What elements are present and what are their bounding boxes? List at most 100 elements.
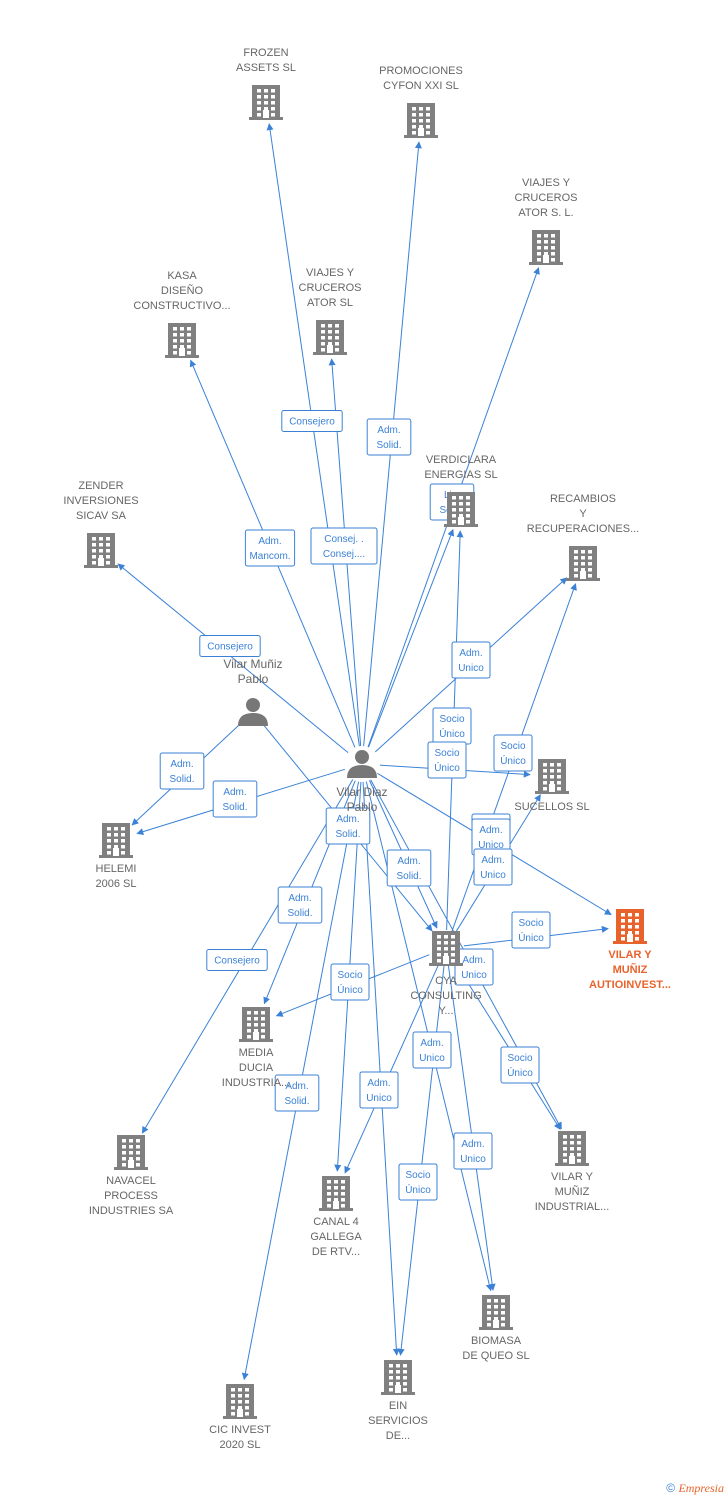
node-kasa[interactable]: KASADISEÑOCONSTRUCTIVO...: [133, 270, 231, 358]
edge-label[interactable]: Adm. Solid.: [159, 752, 205, 790]
node-label: Y: [579, 508, 587, 520]
person-icon: [238, 698, 268, 726]
edge-label[interactable]: Adm.Solid.: [212, 780, 258, 818]
node-label: CANAL 4: [313, 1216, 358, 1228]
edge-label[interactable]: Adm.Unico: [473, 848, 513, 886]
edge-label-text: Unico: [461, 970, 487, 981]
node-label: ASSETS SL: [236, 62, 296, 74]
edge-label[interactable]: Adm.Mancom.: [244, 529, 296, 567]
node-label: Pablo: [238, 672, 269, 686]
node-sucellos[interactable]: SUCELLOS SL: [514, 759, 590, 813]
edge-label[interactable]: Adm. Solid.: [277, 886, 323, 924]
edge-label[interactable]: Adm.Unico: [412, 1031, 452, 1069]
edge-label[interactable]: Adm. Solid.: [325, 807, 371, 845]
node-label: INDUSTRIES SA: [89, 1205, 174, 1217]
building-icon: [381, 1360, 415, 1395]
edge-label[interactable]: Adm.Unico: [453, 1132, 493, 1170]
edge-label-text: Único: [405, 1183, 431, 1196]
edge-label[interactable]: Adm. Solid.: [386, 849, 432, 887]
node-vilar_autioinvest[interactable]: VILAR YMUÑIZAUTIOINVEST...: [589, 909, 671, 991]
edge-label-text: Único: [500, 754, 526, 767]
edge-label-text: Adm.: [336, 814, 359, 825]
edge-label[interactable]: Adm.Solid.: [366, 418, 412, 456]
edge-label-text: Socio: [405, 1170, 430, 1181]
building-icon: [223, 1384, 257, 1419]
edge-label-text: Solid.: [396, 871, 421, 882]
edge-label[interactable]: Consejero: [199, 635, 261, 657]
edge-label-text: Adm.: [285, 1081, 308, 1092]
edge-label-text: Mancom.: [249, 551, 290, 562]
node-recambios[interactable]: RECAMBIOS Y RECUPERACIONES...: [527, 493, 639, 581]
building-icon: [99, 823, 133, 858]
edge-label-text: Unico: [460, 1154, 486, 1165]
edge-label-text: Adm.: [397, 856, 420, 867]
edge-label[interactable]: Adm.Solid.: [274, 1074, 320, 1112]
node-label: RECUPERACIONES...: [527, 523, 639, 535]
edge-label-text: Adm.: [479, 825, 502, 836]
node-label: CRUCEROS: [299, 282, 362, 294]
node-cya[interactable]: CYACONSULTINGY...: [410, 931, 482, 1017]
edge-label-text: Socio: [500, 741, 525, 752]
building-icon: [319, 1176, 353, 1211]
edge-label[interactable]: Adm.Unico: [359, 1071, 399, 1109]
edge-vilar_diaz_pablo-ein: [362, 781, 400, 1356]
node-label: AUTIOINVEST...: [589, 979, 671, 991]
edge-label-text: Adm.: [170, 759, 193, 770]
edge-vilar_diaz_pablo-zender: [117, 563, 349, 753]
building-icon: [566, 546, 600, 581]
edge-label[interactable]: Consejero: [281, 410, 343, 432]
node-ein[interactable]: EINSERVICIOSDE...: [368, 1360, 428, 1442]
node-label: CRUCEROS: [515, 192, 578, 204]
building-icon: [249, 85, 283, 120]
node-label: EIN: [389, 1400, 407, 1412]
node-label: 2020 SL: [220, 1439, 261, 1451]
edge-vilar_diaz_pablo-verdiclara: [368, 528, 455, 748]
edge-cya-ein: [397, 965, 445, 1356]
node-label: 2006 SL: [96, 878, 137, 890]
node-label: DE RTV...: [312, 1246, 360, 1258]
edge-label-text: Solid.: [335, 829, 360, 840]
node-label: SUCELLOS SL: [514, 801, 589, 813]
edge-label[interactable]: Adm.Unico: [454, 948, 494, 986]
edge-label-text: Unico: [480, 870, 506, 881]
edge-label[interactable]: Consej. .Consej....: [310, 527, 378, 565]
edge-label[interactable]: Adm.Unico: [451, 641, 491, 679]
node-label: VILAR Y: [551, 1171, 594, 1183]
edge-label[interactable]: Consejero: [206, 949, 268, 971]
node-label: DE QUEO SL: [462, 1350, 529, 1362]
edge-label-text: Solid.: [287, 908, 312, 919]
edge-label-text: Solid.: [222, 802, 247, 813]
footer-brand[interactable]: © Empresia: [666, 1481, 724, 1496]
node-media[interactable]: MEDIADUCIAINDUSTRIA...: [222, 1007, 290, 1089]
node-label: ZENDER: [78, 480, 123, 492]
node-vilar_industrial[interactable]: VILAR YMUÑIZINDUSTRIAL...: [535, 1131, 610, 1213]
edge-label-text: Adm.: [288, 893, 311, 904]
edge-label-text: Socio: [518, 918, 543, 929]
node-label: DE...: [386, 1430, 410, 1442]
brand-logo-text: Empresia: [678, 1481, 724, 1495]
edge-label-text: Unico: [366, 1093, 392, 1104]
node-label: RECAMBIOS: [550, 493, 616, 505]
edge-label-text: Solid.: [169, 774, 194, 785]
